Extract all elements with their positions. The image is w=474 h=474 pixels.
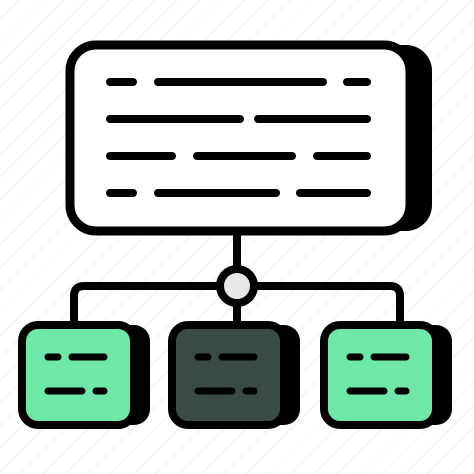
child-node-left <box>18 321 150 429</box>
child-node-body <box>320 321 440 429</box>
connector-right <box>251 282 404 329</box>
document-card <box>65 40 415 236</box>
document-text-lines <box>106 78 371 197</box>
child-node-right <box>320 321 452 429</box>
child-node-body <box>168 321 288 429</box>
tree-connectors <box>70 227 404 329</box>
child-node-body <box>18 321 138 429</box>
connector-junction <box>216 265 258 307</box>
connector-left <box>70 282 223 329</box>
child-node-middle <box>168 321 300 429</box>
